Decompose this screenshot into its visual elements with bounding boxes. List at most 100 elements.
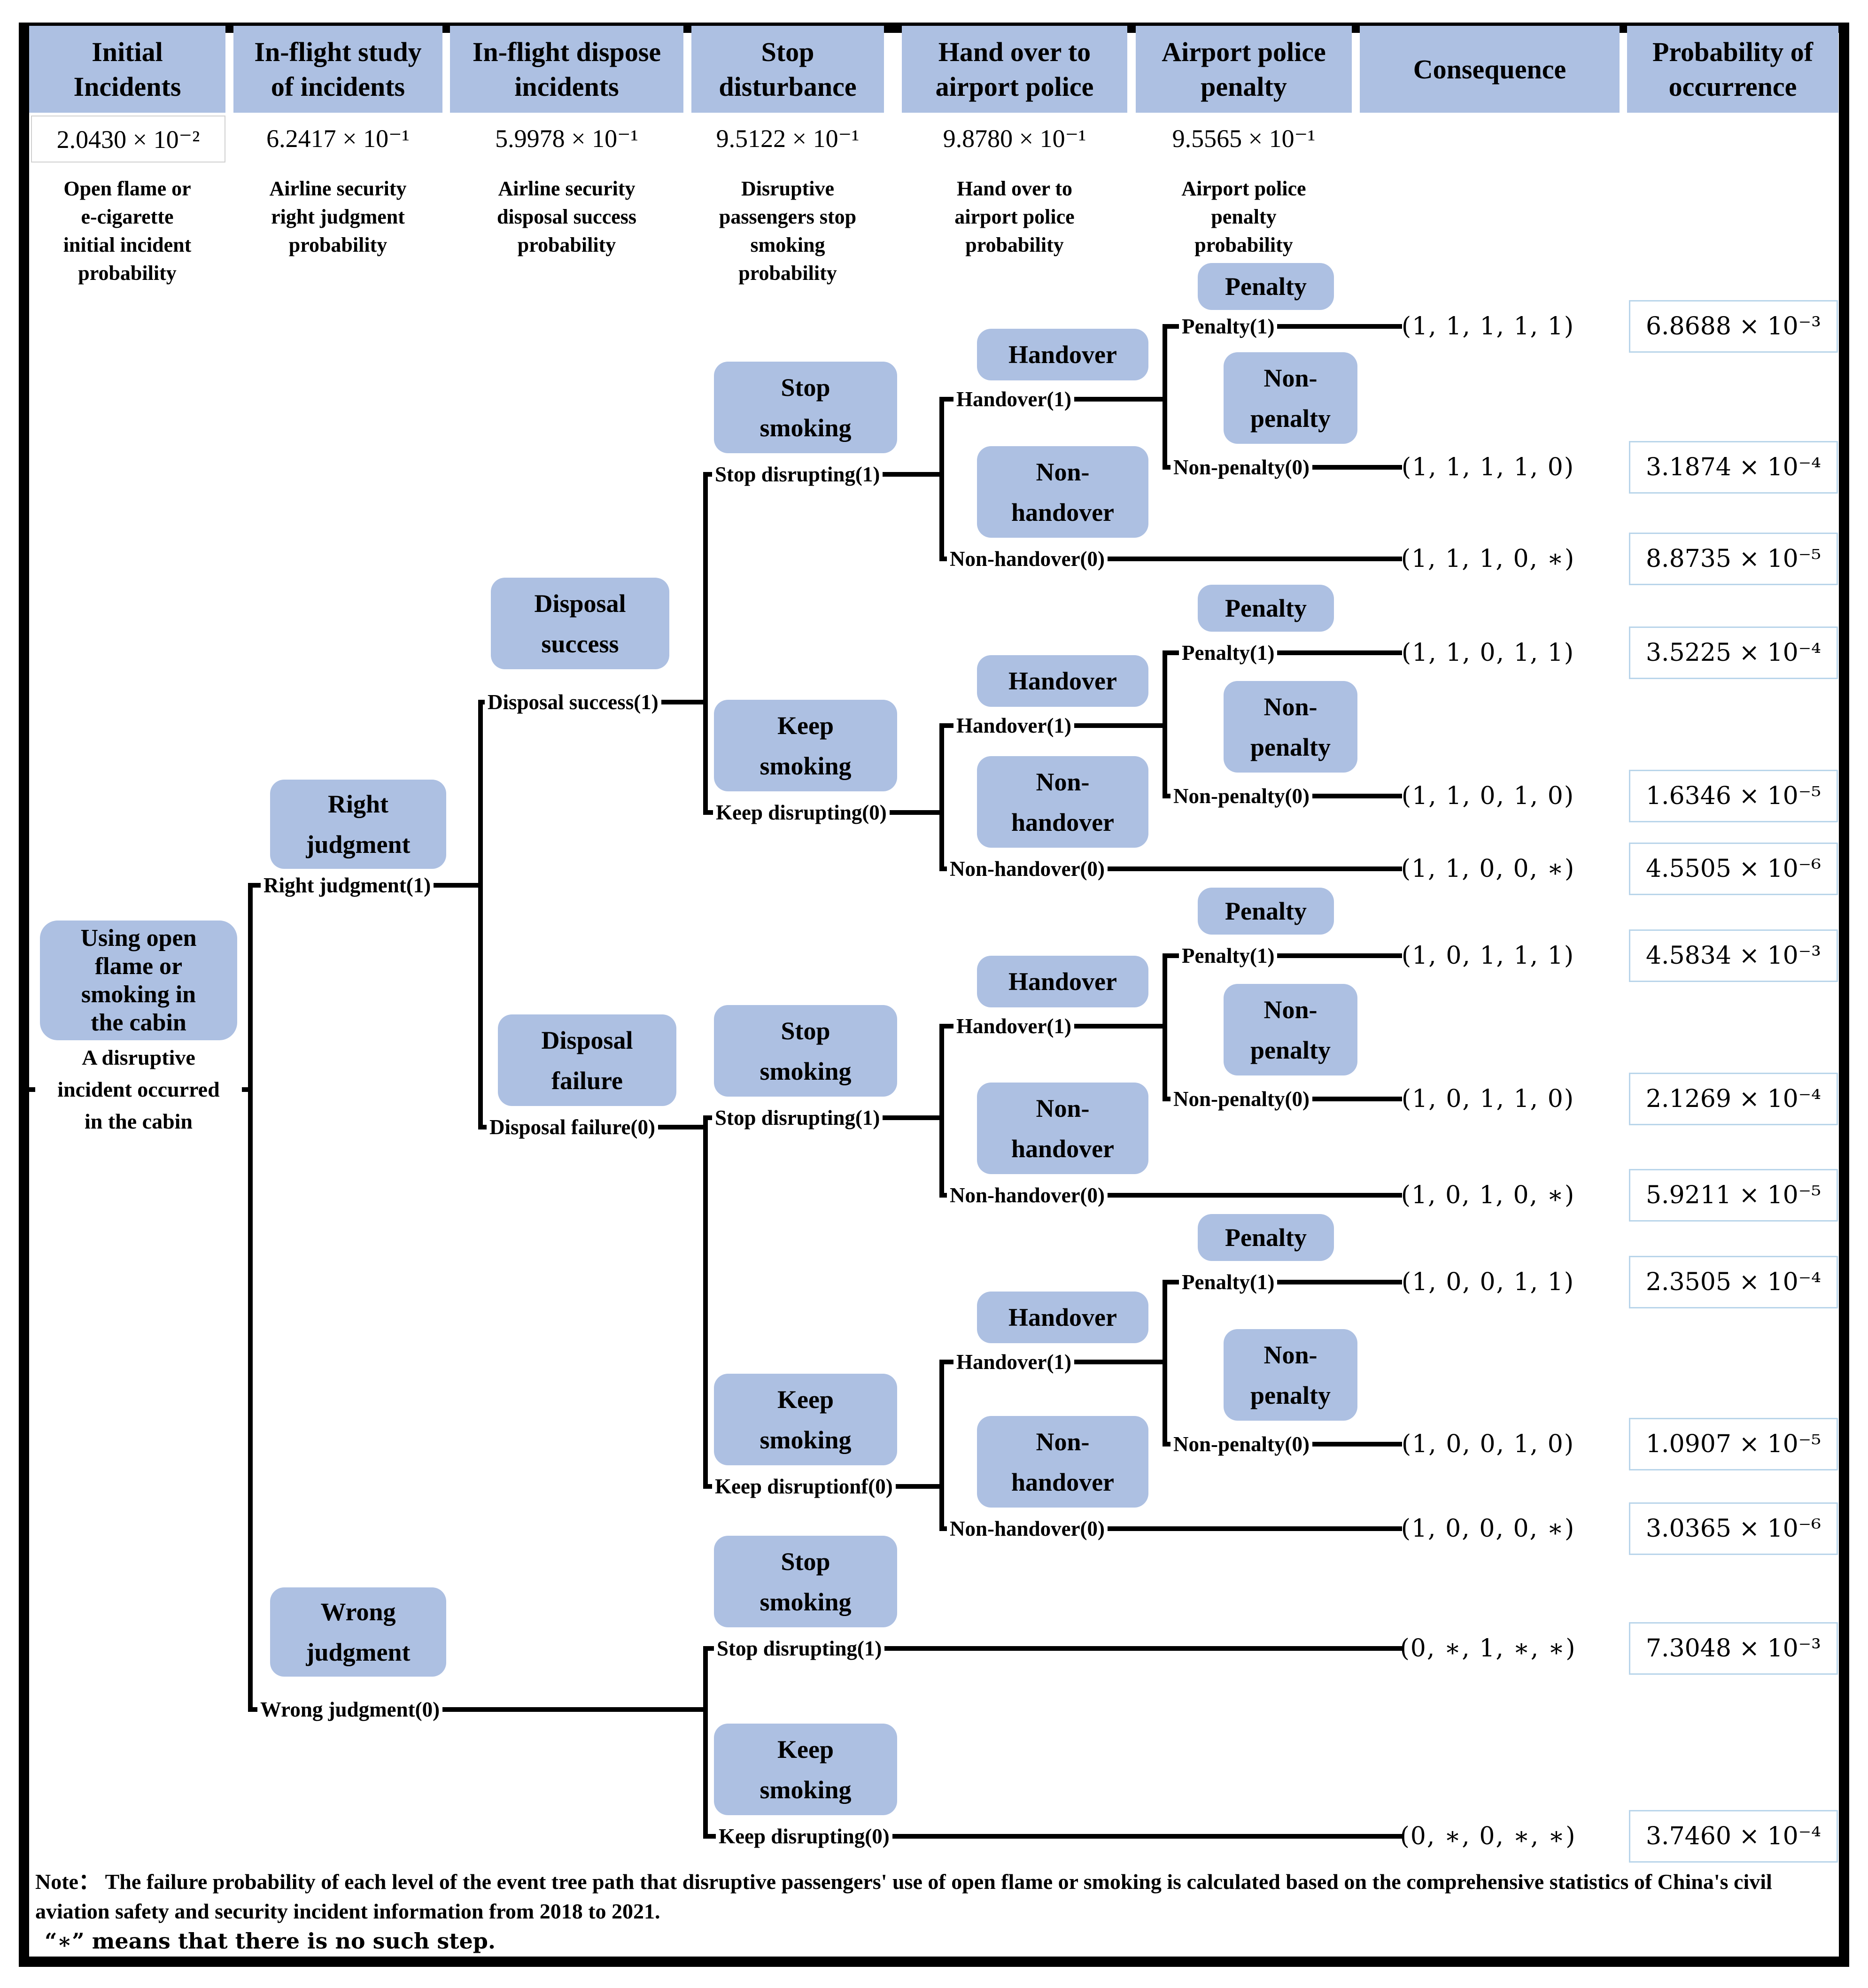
level-description: Open flame or e-cigarette initial incide… [63, 177, 192, 285]
level-probability-value: 2.0430 × 10⁻² [31, 116, 225, 162]
column-header-probability: Probability of occurrence [1627, 26, 1838, 113]
branch-line-non-handover [942, 557, 1402, 561]
node-penalty: Penalty [1198, 1214, 1334, 1261]
fork-line-penalty [1163, 324, 1167, 470]
branch-label-disposal-success: Disposal success(1) [485, 689, 661, 715]
node-non-penalty: Non- penalty [1224, 681, 1357, 773]
probability-box: 2.3505 × 10⁻⁴ [1629, 1256, 1838, 1308]
consequence-tuple: (1, 1, 1, 1, 0) [1401, 453, 1575, 481]
fork-line-judgment [248, 883, 253, 1712]
level-probability-value: 5.9978 × 10⁻¹ [495, 124, 638, 153]
branch-label-keep-disrupting: Keep disrupting(0) [713, 799, 890, 826]
branch-label-penalty: Penalty(1) [1179, 1269, 1278, 1295]
column-header-in-flight-dispose: In-flight dispose incidents [450, 26, 683, 113]
branch-label-non-penalty: Non-penalty(0) [1170, 783, 1312, 809]
node-non-handover: Non- handover [977, 1083, 1148, 1174]
node-wrong-judgment: Wrong judgment [270, 1587, 446, 1677]
consequence-tuple: (1, 0, 1, 1, 1) [1401, 942, 1575, 970]
node-penalty: Penalty [1198, 263, 1334, 310]
node-keep-smoking: Keep smoking [714, 1374, 897, 1465]
branch-line-keep-disrupting [705, 1834, 1402, 1839]
branch-label-wrong-judgment: Wrong judgment(0) [257, 1696, 443, 1723]
level-description: Airport police penalty probability [1181, 177, 1306, 256]
branch-line-non-handover [942, 1526, 1402, 1531]
consequence-tuple: (1, 1, 1, 1, 1) [1401, 312, 1575, 340]
column-header-initial-incidents: Initial Incidents [29, 26, 225, 113]
node-non-handover: Non- handover [977, 756, 1148, 848]
fork-line-handover [939, 1360, 944, 1531]
node-right-judgment: Right judgment [270, 780, 446, 869]
branch-label-handover: Handover(1) [953, 386, 1074, 412]
branch-label-non-handover: Non-handover(0) [947, 1182, 1108, 1208]
consequence-tuple: (1, 0, 0, 0, ∗) [1401, 1515, 1575, 1543]
fork-line-disturbance [703, 472, 708, 815]
probability-box: 7.3048 × 10⁻³ [1629, 1622, 1838, 1675]
node-non-handover: Non- handover [977, 446, 1148, 538]
node-penalty: Penalty [1198, 888, 1334, 935]
probability-box: 3.1874 × 10⁻⁴ [1629, 441, 1838, 494]
branch-line-stop-disrupting [705, 1646, 1402, 1651]
branch-label-handover: Handover(1) [953, 1013, 1074, 1039]
branch-label-keep-disruptionf: Keep disruptionf(0) [712, 1473, 896, 1500]
level-description: Airline security disposal success probab… [496, 177, 637, 256]
branch-label-handover: Handover(1) [953, 1349, 1074, 1375]
root-event-caption: A disruptive incident occurred in the ca… [35, 1042, 242, 1137]
branch-line-penalty [1165, 650, 1402, 655]
branch-label-non-penalty: Non-penalty(0) [1170, 1086, 1312, 1112]
consequence-tuple: (1, 1, 0, 0, ∗) [1401, 855, 1575, 883]
consequence-tuple: (0, ∗, 1, ∗, ∗) [1400, 1634, 1576, 1663]
probability-box: 4.5505 × 10⁻⁶ [1629, 843, 1838, 895]
branch-label-penalty: Penalty(1) [1179, 640, 1278, 666]
level-probability-value: 9.8780 × 10⁻¹ [943, 124, 1086, 153]
note-asterisk-legend: “∗” means that there is no such step. [45, 1928, 496, 1954]
node-non-handover: Non- handover [977, 1416, 1148, 1508]
branch-label-handover: Handover(1) [953, 712, 1074, 739]
level-description: Hand over to airport police probability [954, 177, 1075, 256]
probability-box: 4.5834 × 10⁻³ [1629, 929, 1838, 982]
branch-line-non-handover [942, 1193, 1402, 1198]
branch-line-penalty [1165, 324, 1402, 329]
consequence-tuple: (1, 0, 0, 1, 0) [1401, 1430, 1575, 1458]
branch-label-right-judgment: Right judgment(1) [261, 872, 434, 898]
level-probability-value: 6.2417 × 10⁻¹ [266, 124, 410, 153]
branch-label-stop-disrupting: Stop disrupting(1) [712, 461, 883, 487]
column-header-stop-disturbance: Stop disturbance [691, 26, 884, 113]
node-disposal-failure: Disposal failure [498, 1014, 676, 1106]
column-header-consequence: Consequence [1360, 26, 1620, 113]
probability-box: 8.8735 × 10⁻⁵ [1629, 533, 1838, 585]
node-keep-smoking: Keep smoking [714, 700, 897, 791]
branch-label-stop-disrupting: Stop disrupting(1) [714, 1635, 885, 1662]
branch-label-non-handover: Non-handover(0) [947, 856, 1108, 882]
fork-line-handover [939, 1024, 944, 1198]
fork-line-disposal [478, 700, 483, 1129]
probability-box: 6.8688 × 10⁻³ [1629, 300, 1838, 353]
probability-box: 5.9211 × 10⁻⁵ [1629, 1169, 1838, 1222]
branch-line-penalty [1165, 1280, 1402, 1284]
level-probability-value: 9.5565 × 10⁻¹ [1172, 124, 1316, 153]
node-handover: Handover [977, 655, 1148, 707]
node-penalty: Penalty [1198, 585, 1334, 632]
branch-label-stop-disrupting: Stop disrupting(1) [712, 1105, 883, 1131]
column-header-police-penalty: Airport police penalty [1136, 26, 1352, 113]
node-non-penalty: Non- penalty [1224, 1329, 1357, 1421]
fork-line-disturbance [703, 1646, 708, 1839]
fork-line-disturbance [703, 1115, 708, 1489]
note-text: Note： The failure probability of each le… [35, 1870, 1772, 1923]
consequence-tuple: (1, 1, 0, 1, 1) [1401, 639, 1575, 667]
consequence-tuple: (1, 0, 0, 1, 1) [1401, 1268, 1575, 1296]
fork-line-handover [939, 397, 944, 561]
node-stop-smoking: Stop smoking [714, 1536, 897, 1627]
consequence-tuple: (1, 1, 0, 1, 0) [1401, 782, 1575, 810]
node-keep-smoking: Keep smoking [714, 1724, 897, 1815]
branch-label-disposal-failure: Disposal failure(0) [487, 1114, 658, 1140]
fork-line-penalty [1163, 650, 1167, 798]
branch-label-non-penalty: Non-penalty(0) [1170, 454, 1312, 480]
branch-label-keep-disrupting: Keep disrupting(0) [716, 1823, 892, 1849]
branch-label-penalty: Penalty(1) [1179, 943, 1278, 969]
node-disposal-success: Disposal success [491, 578, 669, 669]
branch-label-non-penalty: Non-penalty(0) [1170, 1431, 1312, 1457]
column-header-hand-over: Hand over to airport police [902, 26, 1127, 113]
branch-line-non-handover [942, 866, 1402, 871]
consequence-tuple: (0, ∗, 0, ∗, ∗) [1400, 1822, 1576, 1850]
